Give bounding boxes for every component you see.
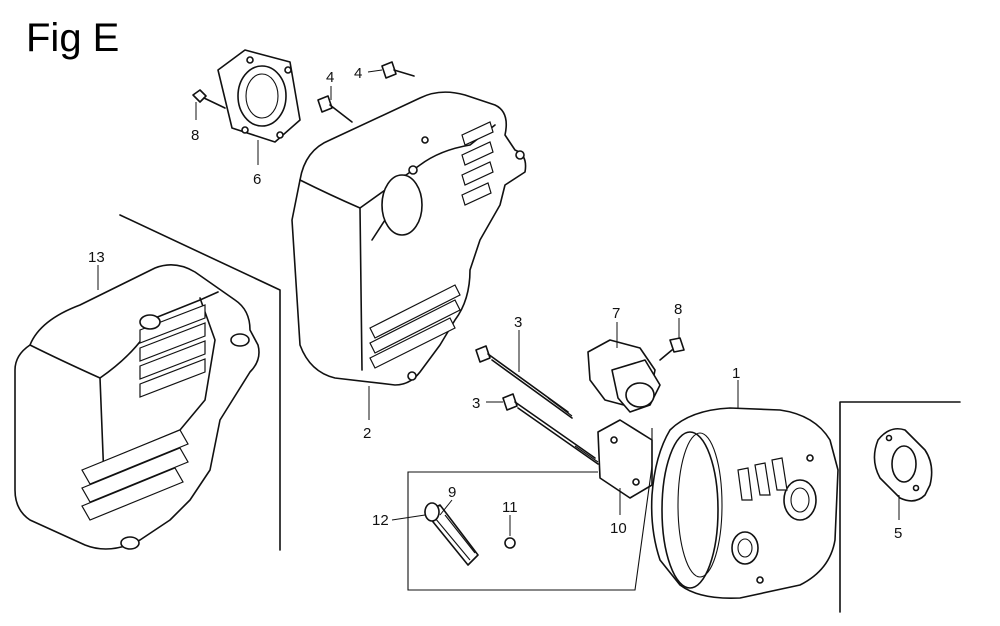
- callout-13: 13: [88, 249, 105, 266]
- callout-2: 2: [363, 425, 371, 442]
- callout-10: 10: [610, 520, 627, 537]
- part-3-bolt-b: [502, 393, 599, 465]
- callout-6: 6: [253, 171, 261, 188]
- subassembly-outline: [407, 428, 653, 591]
- part-1-muffler-body: [650, 407, 839, 600]
- part-4-bolt-a: [317, 95, 353, 123]
- callout-3-lower: 3: [472, 395, 480, 412]
- callout-9: 9: [448, 484, 456, 501]
- part-5-gasket: [839, 401, 961, 613]
- callout-5: 5: [894, 525, 902, 542]
- part-8-bolt-lower: [659, 337, 685, 361]
- callout-8-lower: 8: [674, 301, 682, 318]
- part-8-bolt-upper: [192, 89, 226, 109]
- callout-3-upper: 3: [514, 314, 522, 331]
- callout-12: 12: [372, 512, 389, 529]
- part-9-screen: [424, 502, 479, 566]
- callout-11: 11: [502, 499, 518, 516]
- figure-title: Fig E: [26, 16, 120, 60]
- callout-1: 1: [732, 365, 740, 382]
- part-2-muffler-cover: [291, 91, 527, 386]
- callout-7: 7: [612, 305, 620, 322]
- leader-lines: [97, 69, 900, 536]
- part-13-muffler-protector: [14, 214, 281, 551]
- part-7-spark-arrester: [587, 339, 661, 413]
- part-11-screw: [504, 537, 516, 549]
- callout-4-right: 4: [354, 65, 362, 82]
- callout-8-upper: 8: [191, 127, 199, 144]
- callout-4-left: 4: [326, 69, 334, 86]
- part-10-gasket-plate: [597, 419, 653, 499]
- part-4-bolt-b: [381, 61, 415, 79]
- part-3-bolt-a: [475, 345, 573, 419]
- part-6-flange-gasket: [217, 49, 301, 143]
